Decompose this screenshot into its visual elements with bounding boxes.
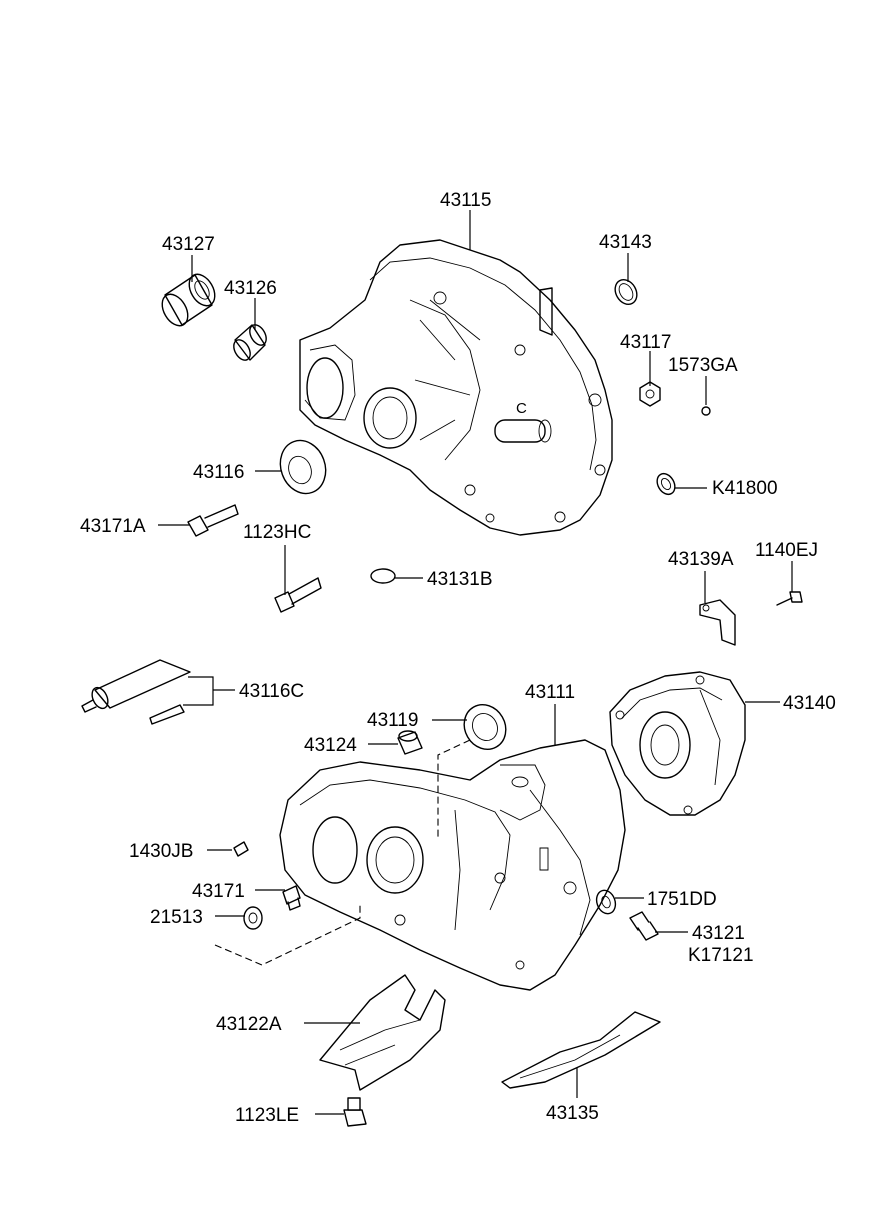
label-43135: 43135 [546, 1103, 599, 1124]
washer-K41800 [656, 472, 676, 496]
svg-text:C: C [516, 400, 527, 417]
label-1751DD: 1751DD [647, 889, 717, 910]
clutch-housing-43115: C [299, 239, 613, 536]
dust-plate-43116 [279, 439, 327, 495]
seal-43119 [463, 704, 507, 750]
label-43131B: 43131B [427, 569, 493, 590]
washer-21513 [243, 906, 263, 930]
bolt-1123LE [343, 1097, 367, 1127]
label-43124: 43124 [304, 735, 357, 756]
label-1140EJ: 1140EJ [755, 540, 818, 561]
label-1430JB: 1430JB [129, 841, 193, 862]
bolt-43171A [187, 504, 239, 537]
bolt-1123HC [274, 577, 322, 613]
sealant-tube-43116C [81, 659, 191, 725]
label-43119: 43119 [367, 710, 418, 731]
bushing-43126 [233, 324, 267, 361]
plug-43131B [370, 568, 396, 584]
dash-line-seal [437, 739, 471, 840]
part-labels: 43115 43127 43126 43143 43117 1573GA 431… [80, 190, 836, 1126]
guide-43135 [501, 1011, 661, 1089]
label-43127: 43127 [162, 234, 215, 255]
label-1123LE: 1123LE [235, 1105, 299, 1126]
label-43140: 43140 [783, 693, 836, 714]
label-43122A: 43122A [216, 1014, 282, 1035]
boot-43127 [161, 273, 216, 327]
cover-43140 [609, 671, 746, 816]
label-43115: 43115 [440, 190, 491, 211]
label-43116: 43116 [193, 462, 244, 483]
label-43143: 43143 [599, 232, 652, 253]
label-43126: 43126 [224, 278, 277, 299]
seal-43143 [614, 278, 638, 306]
pin-1430JB [233, 841, 249, 857]
bolt-1140EJ [776, 591, 803, 606]
bushing-43124 [397, 730, 423, 755]
bracket-43139A [699, 599, 736, 646]
drain-plug-43121 [629, 911, 659, 941]
label-43139A: 43139A [668, 549, 734, 570]
leader-lines [158, 210, 793, 1115]
label-43121: 43121 [692, 923, 745, 944]
bracket-43122A [319, 974, 446, 1091]
label-K41800: K41800 [712, 478, 778, 499]
label-43111: 43111 [525, 682, 575, 703]
label-K17121: K17121 [688, 945, 754, 966]
label-1573GA: 1573GA [668, 355, 738, 376]
label-43117: 43117 [620, 332, 671, 353]
transmission-case-43111 [279, 739, 626, 991]
dash-line-washer [214, 905, 361, 966]
bolt-43171 [282, 885, 301, 911]
label-43171: 43171 [192, 881, 245, 902]
label-1123HC: 1123HC [243, 522, 311, 543]
label-43116C: 43116C [239, 681, 304, 702]
label-21513: 21513 [150, 907, 203, 928]
label-43171A: 43171A [80, 516, 146, 537]
nut-1573GA [701, 406, 711, 416]
washer-1751DD [595, 889, 617, 915]
